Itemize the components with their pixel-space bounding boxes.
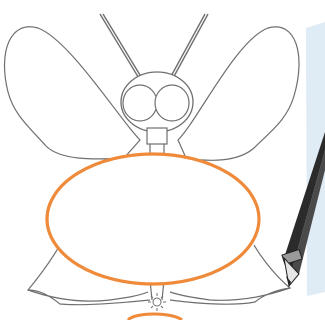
right-antenna <box>172 14 208 80</box>
highlight-oval[interactable] <box>47 154 259 284</box>
neck <box>147 128 167 144</box>
upper-right-wing <box>178 27 299 160</box>
left-antenna <box>100 14 140 80</box>
left-eye <box>123 85 157 121</box>
tail-ornament <box>148 293 166 311</box>
secondary-highlight-oval <box>128 314 182 320</box>
right-eye <box>155 85 189 121</box>
